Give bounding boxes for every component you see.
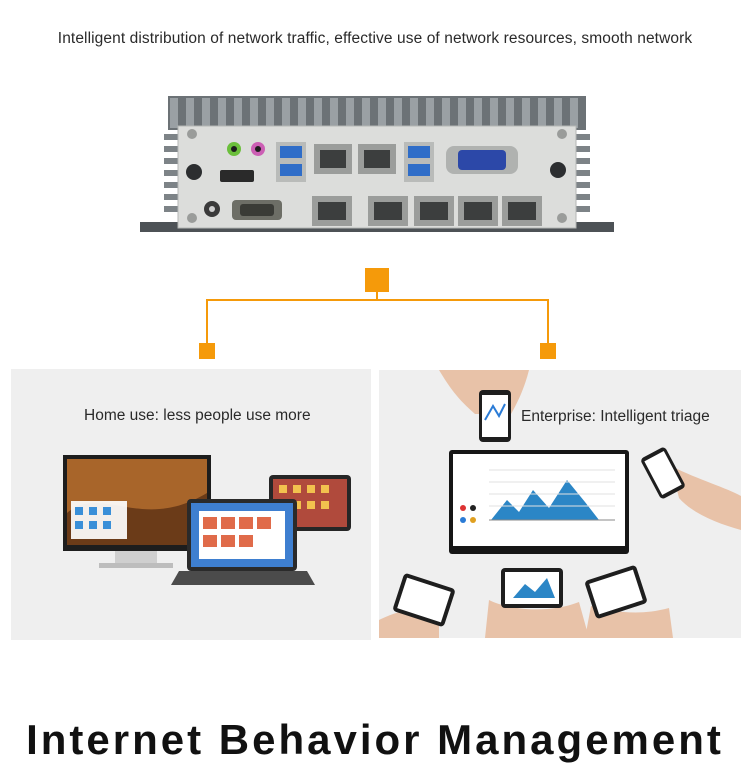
enterprise-panel: Enterprise: Intelligent triage [379,370,741,638]
mini-pc-device-image [140,94,614,236]
enterprise-title: Enterprise: Intelligent triage [521,408,710,425]
branch-connector [195,266,565,362]
home-use-title: Home use: less people use more [84,407,311,424]
enterprise-devices-illustration [379,370,741,638]
connector-node-right [540,343,556,359]
connector-node-top [365,268,389,292]
section-heading: Internet Behavior Management [26,716,724,763]
home-use-panel: Home use: less people use more [11,369,371,640]
tagline: Intelligent distribution of network traf… [57,30,693,47]
home-devices-illustration [63,455,351,585]
connector-node-left [199,343,215,359]
